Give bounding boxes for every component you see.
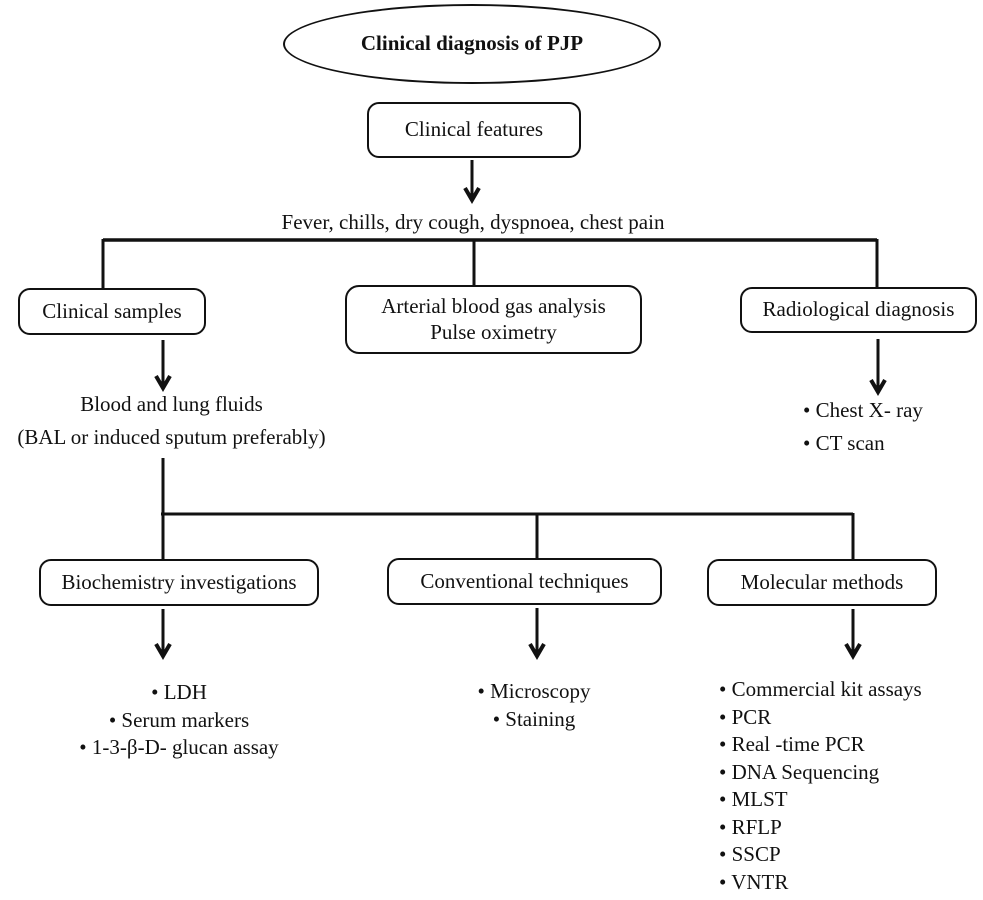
list-item: • DNA Sequencing [719,759,880,784]
node-clinical-features: Clinical features [367,102,581,158]
arrowhead-conventional-to-list [528,642,546,660]
node-biochemistry-investigations: Biochemistry investigations [39,559,319,606]
node-arterial-line1: Arterial blood gas analysis [381,293,606,318]
list-item: • Chest X- ray [803,398,923,422]
blood-lung-fluids-line2: (BAL or induced sputum preferably) [17,425,326,449]
node-conventional-label: Conventional techniques [420,568,629,593]
node-clinical-diagnosis-of-pjp: Clinical diagnosis of PJP [283,4,661,84]
list-item: • CT scan [803,431,885,455]
list-item: • Real -time PCR [719,732,865,756]
list-item: • Commercial kit assays [719,677,922,701]
blood-lung-fluids-line1: Blood and lung fluids [80,392,263,416]
node-molecular-methods: Molecular methods [707,559,937,606]
list-item: • RFLP [719,814,782,839]
node-radiological-diagnosis: Radiological diagnosis [740,287,977,333]
blood-lung-fluids-text: Blood and lung fluids (BAL or induced sp… [0,388,343,454]
list-item: • Staining [492,706,576,731]
node-clinical-samples: Clinical samples [18,288,206,335]
arrowhead-biochemistry-to-list [154,642,172,660]
list-item: • MLST [719,787,788,811]
arrowhead-features-to-symptoms [463,186,481,204]
arrowhead-samples-to-fluids [154,374,172,392]
list-item: • PCR [719,704,772,729]
radiology-list: • Chest X- ray • CT scan [803,394,923,460]
node-arterial-blood-gas: Arterial blood gas analysis Pulse oximet… [345,285,642,354]
node-radiological-label: Radiological diagnosis [762,297,955,322]
node-conventional-techniques: Conventional techniques [387,558,662,605]
symptoms-text: Fever, chills, dry cough, dyspnoea, ches… [281,210,665,234]
list-item: • SSCP [719,842,781,866]
molecular-methods-list: • Commercial kit assays • PCR • Real -ti… [719,676,922,896]
node-arterial-line2: Pulse oximetry [430,319,557,344]
node-clinical-samples-label: Clinical samples [42,298,182,323]
conventional-list: • Microscopy • Staining [424,678,644,733]
list-item: • 1-3-β-D- glucan assay [79,735,279,759]
list-item: • Serum markers [108,707,250,732]
list-item: • LDH [151,680,207,704]
node-clinical-diagnosis-label: Clinical diagnosis of PJP [360,31,584,56]
arrowhead-radiological-to-list [869,378,887,396]
node-clinical-features-label: Clinical features [404,117,544,142]
node-molecular-label: Molecular methods [740,569,904,594]
list-item: • Microscopy [477,679,591,703]
arrowhead-molecular-to-list [844,642,862,660]
biochemistry-list: • LDH • Serum markers • 1-3-β-D- glucan … [24,679,334,762]
node-biochemistry-label: Biochemistry investigations [61,569,297,594]
list-item: • VNTR [719,869,789,894]
